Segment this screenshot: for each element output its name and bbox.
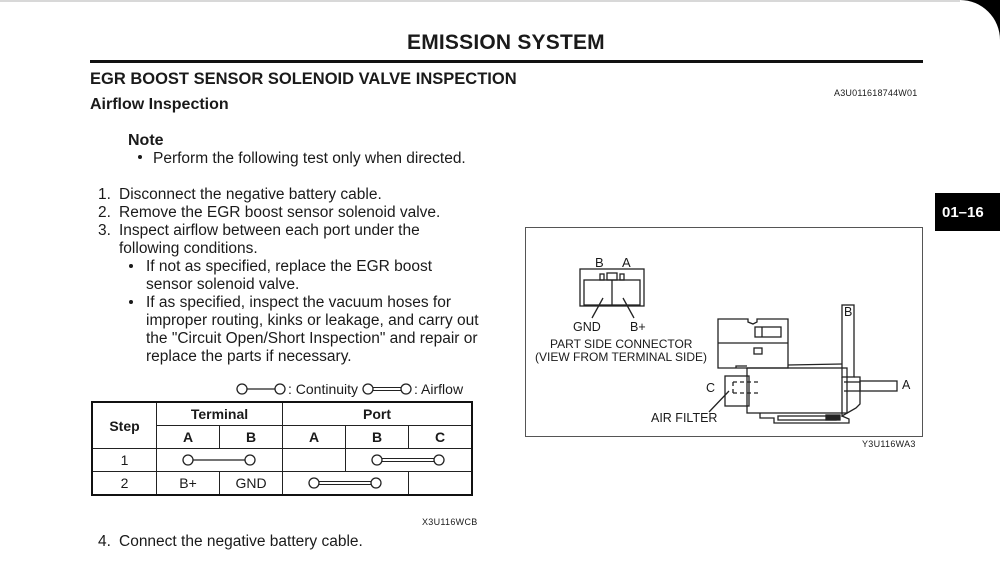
legend-airflow-label: : Airflow [414, 381, 464, 397]
continuity-symbol-icon [182, 454, 256, 466]
airflow-symbol-icon [308, 477, 382, 489]
solenoid-valve-figure: B A GND B+ PART SIDE CONNECTOR (VIEW FRO… [525, 227, 923, 437]
connector-outline [579, 268, 645, 307]
step-number: 1. [98, 186, 111, 203]
legend-continuity-label: : Continuity [288, 381, 359, 397]
step-bullet: If not as specified, replace the EGR boo… [126, 258, 499, 294]
port-bc-cell [345, 448, 473, 472]
port-a [859, 380, 898, 392]
step-item: 3. Inspect airflow between each port und… [98, 222, 499, 258]
air-filter-label: AIR FILTER [651, 411, 718, 425]
step-number: 2. [98, 204, 111, 221]
note-label: Note [128, 132, 164, 149]
row-step: 1 [91, 448, 157, 472]
step-bullet-text: If as specified, inspect the vacuum hose… [146, 294, 479, 365]
section-title: EGR BOOST SENSOR SOLENOID VALVE INSPECTI… [90, 70, 517, 88]
page-number-tab: 01–16 [935, 193, 1000, 231]
title-divider [90, 60, 923, 63]
step-number: 4. [98, 533, 111, 550]
row-step: 2 [91, 471, 157, 496]
header-step: Step [91, 401, 157, 449]
step-bullet-text: If not as specified, replace the EGR boo… [146, 258, 433, 293]
airflow-symbol-icon [362, 383, 412, 395]
figure-code: Y3U116WA3 [862, 439, 916, 449]
bplus-label: B+ [630, 320, 646, 334]
port-c-cell [408, 471, 473, 496]
header-terminal-a: A [156, 425, 220, 449]
header-terminal-b: B [219, 425, 283, 449]
step-text: Connect the negative battery cable. [119, 533, 363, 550]
table-legend: : Continuity : Airflow [236, 381, 463, 397]
solenoid-valve-drawing [579, 268, 898, 424]
sub-title: Airflow Inspection [90, 96, 229, 113]
bullet-icon [138, 154, 142, 159]
step-item: 1. Disconnect the negative battery cable… [98, 186, 499, 204]
pin-b-label: B [595, 255, 604, 270]
terminal-b-value: GND [219, 471, 283, 496]
connector-view-caption: (VIEW FROM TERMINAL SIDE) [535, 350, 708, 364]
port-a-label: A [902, 378, 911, 392]
terminal-a-value: B+ [156, 471, 220, 496]
port-ab-cell [282, 471, 409, 496]
gnd-label: GND [573, 320, 601, 334]
steps-list: 1. Disconnect the negative battery cable… [98, 186, 499, 366]
page-corner [960, 0, 1000, 40]
step-text: Remove the EGR boost sensor solenoid val… [119, 204, 441, 221]
header-terminal: Terminal [156, 401, 283, 426]
pin-a-label: A [622, 255, 631, 270]
bullet-icon [129, 300, 133, 304]
step-text: Inspect airflow between each port under … [119, 222, 420, 257]
page-title: EMISSION SYSTEM [407, 31, 605, 54]
step-number: 3. [98, 222, 111, 239]
connector-caption: PART SIDE CONNECTOR [550, 337, 693, 351]
header-port-b: B [345, 425, 409, 449]
note-item: Perform the following test only when dir… [138, 150, 466, 168]
table-row: 2 B+ GND [91, 471, 473, 496]
top-border [0, 0, 1000, 2]
note-text: Perform the following test only when dir… [153, 150, 466, 167]
step-item: 2. Remove the EGR boost sensor solenoid … [98, 204, 499, 222]
port-c-label: C [706, 381, 716, 395]
table-code: X3U116WCB [422, 517, 478, 527]
port-b-label: B [844, 305, 853, 319]
airflow-symbol-icon [371, 454, 445, 466]
continuity-symbol-icon [236, 383, 286, 395]
step-item: 4. Connect the negative battery cable. [98, 533, 363, 551]
port-c [724, 375, 750, 407]
bullet-icon [129, 264, 133, 268]
terminal-cell [156, 448, 283, 472]
port-a-cell [282, 448, 346, 472]
doc-code: A3U011618744W01 [834, 88, 918, 98]
header-port: Port [282, 401, 473, 426]
inspection-table: Step Terminal Port A B A B C 1 [91, 401, 473, 496]
port-b [841, 304, 855, 378]
step-text: Disconnect the negative battery cable. [119, 186, 382, 203]
header-port-a: A [282, 425, 346, 449]
step-bullet: If as specified, inspect the vacuum hose… [126, 294, 499, 366]
header-port-c: C [408, 425, 473, 449]
table-row: 1 [91, 448, 473, 472]
